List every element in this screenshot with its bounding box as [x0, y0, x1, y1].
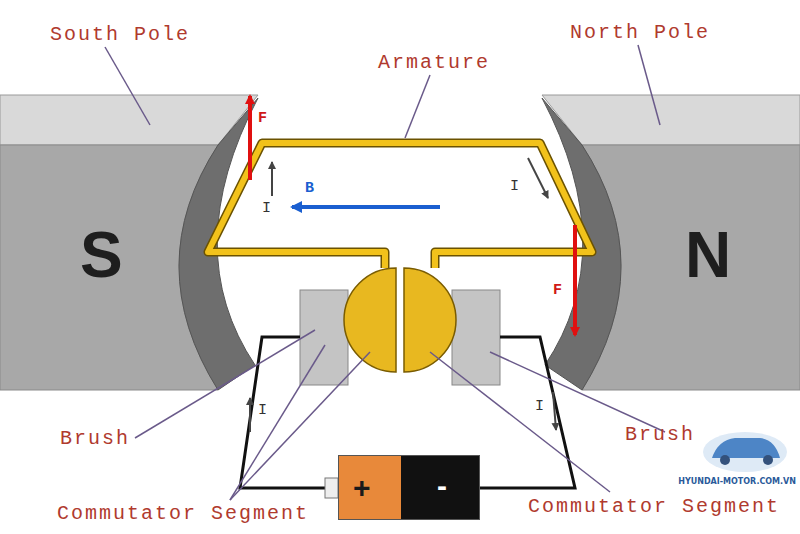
part-label: Commutator Segment — [57, 503, 309, 525]
field-label: B — [305, 180, 314, 197]
force-label: F — [258, 110, 267, 127]
part-label: Armature — [378, 52, 490, 74]
north-magnet: N — [600, 145, 800, 390]
part-label: South Pole — [50, 24, 190, 46]
current-label: I — [262, 200, 271, 217]
current-label: I — [535, 398, 544, 415]
node-text: - — [437, 471, 447, 501]
part-label: North Pole — [570, 22, 710, 44]
battery: +- — [338, 455, 480, 520]
current-label: I — [258, 402, 267, 419]
current-label: I — [510, 178, 519, 195]
part-label: Brush — [60, 428, 130, 450]
node-text: N — [685, 223, 731, 287]
part-label: Commutator Segment — [528, 496, 780, 518]
node-text: + — [353, 473, 371, 503]
part-label: Brush — [625, 424, 695, 446]
node-text: S — [80, 223, 123, 287]
force-label: F — [553, 282, 562, 299]
watermark: HYUNDAI-MOTOR.COM.VN — [678, 477, 796, 487]
south-magnet: S — [0, 145, 200, 390]
